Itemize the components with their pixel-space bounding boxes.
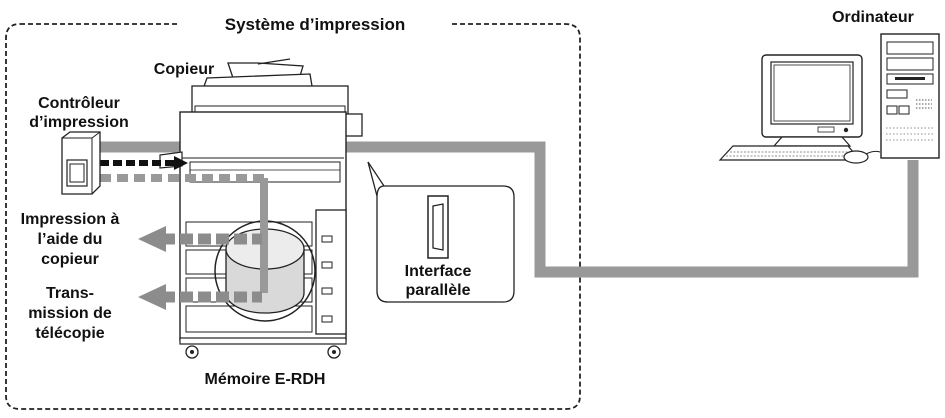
interface-label-line1: Interface	[405, 263, 472, 280]
print-label-line1: Impression à	[21, 211, 120, 228]
computer-icon	[718, 33, 940, 164]
interface-label-line2: parallèle	[406, 282, 471, 299]
print-controller-icon	[61, 131, 101, 195]
fax-label-line3: télécopie	[35, 325, 104, 342]
connection-cable	[78, 141, 919, 278]
print-label-line2: l’aide du	[38, 231, 103, 248]
computer-label: Ordinateur	[832, 9, 914, 26]
system-boundary	[5, 23, 581, 410]
controller-label-line2: d’impression	[29, 114, 129, 131]
copier-label: Copieur	[154, 61, 214, 78]
fax-output-arrow	[138, 284, 262, 310]
fax-label-line2: mission de	[28, 305, 112, 322]
controller-label-line1: Contrôleur	[38, 95, 120, 112]
data-flow-lines	[100, 174, 268, 293]
controller-to-copier-arrow	[100, 156, 188, 170]
parallel-port-icon	[427, 195, 449, 259]
print-label-line3: copieur	[41, 251, 99, 268]
memory-label: Mémoire E-RDH	[205, 371, 326, 388]
print-output-arrow	[138, 226, 262, 252]
system-title: Système d’impression	[225, 15, 405, 34]
fax-label-line1: Trans-	[46, 285, 94, 302]
